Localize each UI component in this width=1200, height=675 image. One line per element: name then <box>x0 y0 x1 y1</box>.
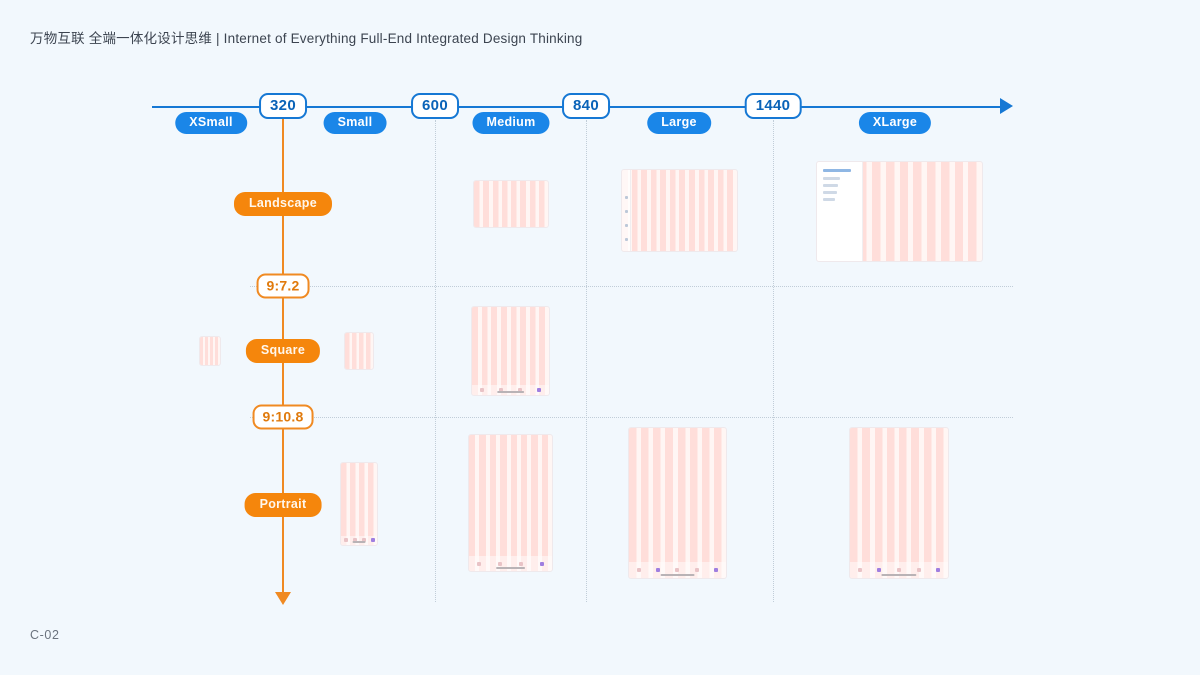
tab-item-0 <box>343 538 348 543</box>
size-class-pill-large[interactable]: Large <box>647 112 711 134</box>
column-grid-overlay <box>341 463 377 545</box>
tab-item-0 <box>479 388 484 393</box>
size-class-pill-xsmall[interactable]: XSmall <box>175 112 247 134</box>
tab-item-3 <box>537 388 542 393</box>
column-grid-overlay <box>622 170 737 251</box>
mockup-tab-bar <box>472 385 549 395</box>
device-mockup-xlarge-landscape[interactable] <box>816 161 983 262</box>
column-grid-overlay <box>850 428 948 578</box>
tab-item-0 <box>636 567 641 572</box>
sidebar-row-3 <box>823 191 837 194</box>
page-code-label: C-02 <box>30 628 60 642</box>
column-grid-overlay <box>345 333 373 369</box>
tab-item-3 <box>539 561 544 566</box>
tab-item-1 <box>352 538 357 543</box>
breakpoint-badge-1440[interactable]: 1440 <box>744 93 802 119</box>
rail-icon-1 <box>625 210 628 213</box>
tab-item-2 <box>518 561 523 566</box>
home-indicator <box>352 540 366 543</box>
tab-item-3 <box>694 567 699 572</box>
device-mockup-medium-landscape[interactable] <box>473 180 549 228</box>
horizontal-guide-0 <box>250 286 1013 287</box>
tab-item-1 <box>498 561 503 566</box>
tab-item-1 <box>877 567 882 572</box>
size-class-pill-medium[interactable]: Medium <box>472 112 550 134</box>
tab-item-0 <box>477 561 482 566</box>
aspect-ratio-badge-9-7-2[interactable]: 9:7.2 <box>256 273 310 299</box>
device-mockup-small-portrait[interactable] <box>340 462 378 546</box>
device-mockup-medium-square[interactable] <box>471 306 550 396</box>
orientation-pill-portrait[interactable]: Portrait <box>244 493 322 517</box>
home-indicator <box>881 573 917 576</box>
breakpoint-badge-600[interactable]: 600 <box>411 93 459 119</box>
horizontal-guide-1 <box>250 417 1013 418</box>
mockup-tab-bar <box>850 561 948 578</box>
tab-item-4 <box>936 567 941 572</box>
rail-icon-2 <box>625 224 628 227</box>
device-mockup-large-landscape[interactable] <box>621 169 738 252</box>
mockup-tab-bar <box>469 556 552 571</box>
device-mockup-xsmall-square[interactable] <box>199 336 221 366</box>
column-grid-overlay <box>472 307 549 395</box>
home-indicator <box>660 573 695 576</box>
tab-item-1 <box>498 388 503 393</box>
vertical-guide-1 <box>586 120 587 602</box>
tab-item-2 <box>361 538 366 543</box>
sidebar-row-4 <box>823 198 835 201</box>
column-grid-overlay <box>200 337 220 365</box>
tab-item-4 <box>714 567 719 572</box>
mockup-icon-rail <box>622 170 632 251</box>
device-mockup-medium-portrait[interactable] <box>468 434 553 572</box>
tab-item-2 <box>896 567 901 572</box>
column-grid-overlay <box>629 428 726 578</box>
mockup-tab-bar <box>341 535 377 545</box>
orientation-pill-landscape[interactable]: Landscape <box>233 192 333 216</box>
orientation-pill-square[interactable]: Square <box>245 339 321 363</box>
vertical-guide-2 <box>773 120 774 602</box>
orientation-axis-arrow-icon <box>275 592 291 605</box>
mockup-sidebar <box>817 162 864 261</box>
device-mockup-small-square[interactable] <box>344 332 374 370</box>
tab-item-1 <box>656 567 661 572</box>
tab-item-0 <box>857 567 862 572</box>
tab-item-3 <box>370 538 375 543</box>
column-grid-overlay <box>474 181 548 227</box>
home-indicator <box>495 566 526 569</box>
breakpoint-badge-320[interactable]: 320 <box>259 93 307 119</box>
rail-icon-0 <box>625 196 628 199</box>
tab-item-2 <box>675 567 680 572</box>
size-class-pill-small[interactable]: Small <box>323 112 387 134</box>
page-title: 万物互联 全端一体化设计思维 | Internet of Everything … <box>30 31 583 46</box>
breakpoint-badge-840[interactable]: 840 <box>562 93 610 119</box>
column-grid-overlay <box>469 435 552 571</box>
sidebar-row-0 <box>823 169 852 172</box>
rail-icon-3 <box>625 238 628 241</box>
sidebar-row-1 <box>823 177 841 180</box>
home-indicator <box>496 390 525 393</box>
tab-item-3 <box>916 567 921 572</box>
device-mockup-xlarge-portrait[interactable] <box>849 427 949 579</box>
breakpoint-axis-arrow-icon <box>1000 98 1013 114</box>
tab-item-2 <box>518 388 523 393</box>
device-mockup-large-portrait[interactable] <box>628 427 727 579</box>
sidebar-row-2 <box>823 184 839 187</box>
vertical-guide-0 <box>435 120 436 602</box>
aspect-ratio-badge-9-10-8[interactable]: 9:10.8 <box>252 404 314 430</box>
size-class-pill-xlarge[interactable]: XLarge <box>858 112 932 134</box>
mockup-tab-bar <box>629 561 726 578</box>
